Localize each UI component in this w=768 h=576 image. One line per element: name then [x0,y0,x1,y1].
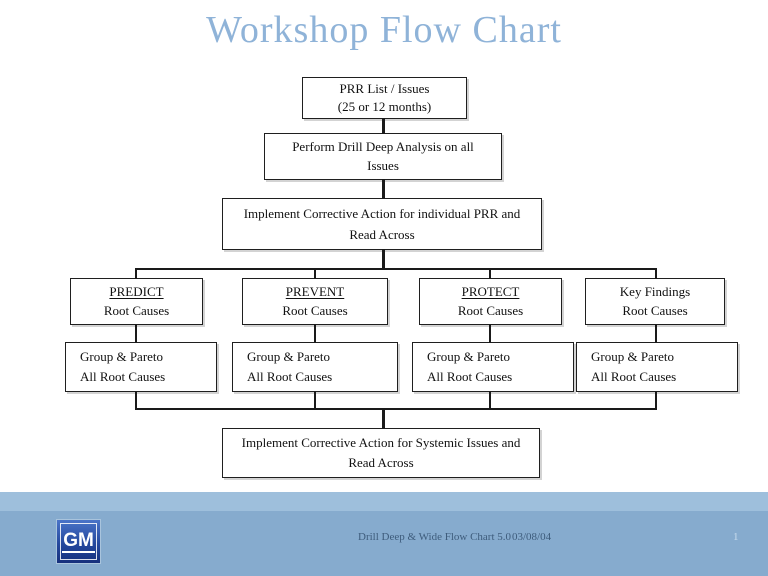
flow-box-drill-line2: Issues [367,158,399,174]
connector-merge-to-systemic [382,408,385,429]
connector-branch-top [135,268,657,270]
flow-box-prr-list: PRR List / Issues (25 or 12 months) [302,77,467,119]
flow-box-systemic-line2: Read Across [348,455,414,471]
protect-heading: PROTECT [461,283,520,299]
flow-box-key-findings: Key Findings Root Causes [585,278,725,325]
connector-drop-key-findings [655,268,657,279]
flow-box-group-pareto-2: Group & Pareto All Root Causes [232,342,398,392]
gm-logo-text: GM [62,529,95,553]
flow-box-prevent: PREVENT Root Causes [242,278,388,325]
predict-heading: PREDICT [109,283,164,299]
connector-group1-to-merge [135,391,137,409]
group4-line2: All Root Causes [591,369,677,385]
flow-box-corrective-individual: Implement Corrective Action for individu… [222,198,542,250]
prevent-subheading: Root Causes [282,303,348,319]
connector-predict-to-group [135,324,137,343]
footer-date: 03/08/04 [512,531,552,543]
group1-line1: Group & Pareto [80,348,164,364]
group3-line2: All Root Causes [427,369,513,385]
connector-individual-to-branch [382,249,385,269]
flow-box-corrective-systemic: Implement Corrective Action for Systemic… [222,428,540,478]
flow-box-drill-line1: Perform Drill Deep Analysis on all [292,138,474,154]
connector-drop-protect [489,268,491,279]
key-findings-subheading: Root Causes [622,303,688,319]
group4-line1: Group & Pareto [591,348,675,364]
group2-line2: All Root Causes [247,369,333,385]
flow-box-prr-list-line2: (25 or 12 months) [337,99,432,115]
flow-box-drill-deep-analysis: Perform Drill Deep Analysis on all Issue… [264,133,502,180]
connector-drill-to-individual [382,179,385,199]
protect-subheading: Root Causes [457,303,524,319]
connector-protect-to-group [489,324,491,343]
group3-line1: Group & Pareto [427,348,511,364]
group2-line1: Group & Pareto [247,348,331,364]
group1-line2: All Root Causes [80,369,166,385]
gm-logo-inner-frame [60,523,97,560]
flow-box-prr-list-line1: PRR List / Issues [339,81,430,97]
connector-keyfindings-to-group [655,324,657,343]
page-title: Workshop Flow Chart [206,9,562,51]
connector-group2-to-merge [314,391,316,409]
footer-page-number: 1 [733,531,739,543]
connector-group4-to-merge [655,391,657,409]
connector-prevent-to-group [314,324,316,343]
connector-drop-predict [135,268,137,279]
flow-box-systemic-line1: Implement Corrective Action for Systemic… [241,434,521,450]
flow-box-group-pareto-3: Group & Pareto All Root Causes [412,342,574,392]
footer-band-dark [0,511,768,576]
predict-subheading: Root Causes [103,303,170,319]
flow-box-protect: PROTECT Root Causes [419,278,562,325]
gm-logo: GM [56,519,101,564]
connector-drop-prevent [314,268,316,279]
flow-box-predict: PREDICT Root Causes [70,278,203,325]
flow-box-individual-line1: Implement Corrective Action for individu… [243,205,521,221]
flow-box-group-pareto-4: Group & Pareto All Root Causes [576,342,738,392]
footer-document-title: Drill Deep & Wide Flow Chart 5.0 [358,531,512,543]
connector-group3-to-merge [489,391,491,409]
prevent-heading: PREVENT [285,283,345,299]
connector-prr-to-drill [382,118,385,134]
connector-branch-bottom [135,408,657,410]
flow-box-individual-line2: Read Across [349,226,415,242]
key-findings-heading: Key Findings [619,283,691,299]
footer-band-light [0,492,768,511]
flow-box-group-pareto-1: Group & Pareto All Root Causes [65,342,217,392]
